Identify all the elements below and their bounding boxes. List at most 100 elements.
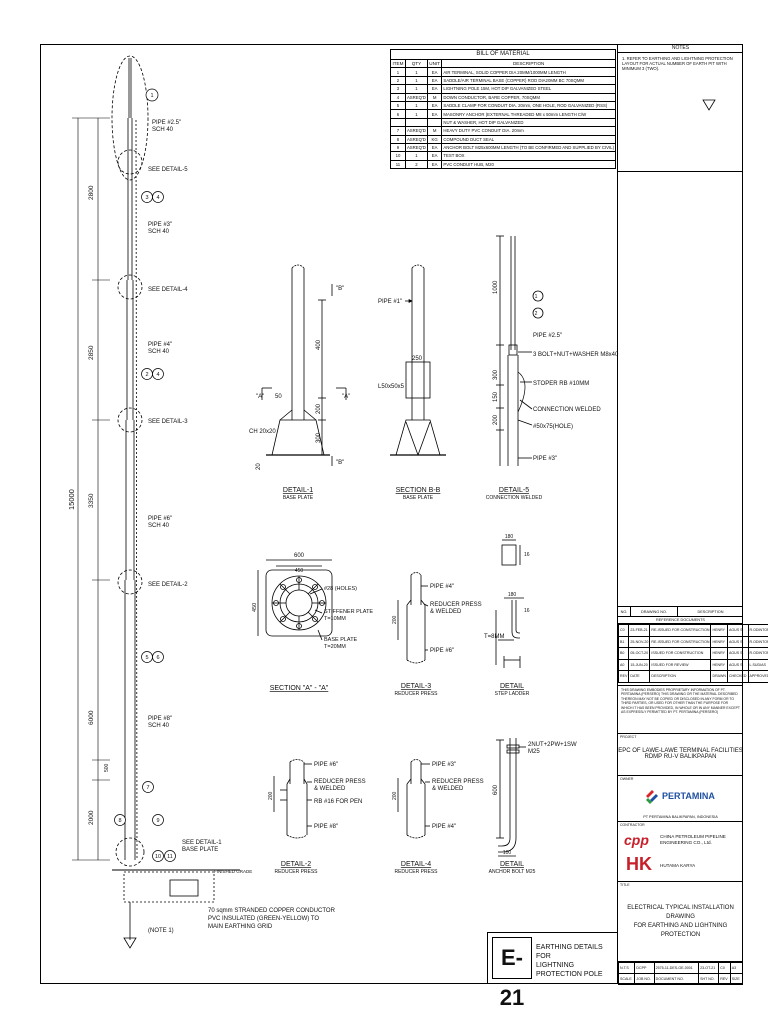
hk-logo: HK (626, 854, 652, 874)
label-pipe-3: PIPE #3" (148, 222, 172, 228)
callout-11: 11 (167, 854, 173, 860)
dim-15000: 15000 (67, 489, 76, 510)
revision-cell: A0 (617, 658, 630, 671)
hk-name: HUTAMA KARYA (660, 863, 696, 868)
section-bb-drawing (390, 264, 446, 456)
d5-welded: CONNECTION WELDED (533, 407, 601, 413)
d5-dim-300: 300 (493, 369, 499, 380)
callout-10: 10 (155, 854, 161, 860)
callout-6: 6 (156, 655, 159, 661)
anchor-dim-600: 600 (493, 784, 499, 795)
step-dim-180-top: 180 (505, 534, 514, 540)
cpp-name-1: CHINA PETROLEUM PIPELINE (660, 834, 726, 839)
revision-cell: 15-JUN-20 (628, 658, 651, 671)
title-label: TITLE (620, 883, 630, 887)
document-info-cell: SHT NO. (698, 973, 720, 985)
d1-mark-b-top: "B" (336, 286, 344, 292)
revision-cell: CHECKED (726, 670, 749, 683)
anchor-m25: M25 (528, 749, 540, 755)
document-info-cell: C0 (718, 962, 731, 974)
d4-pipe3: PIPE #3" (432, 762, 456, 768)
revision-cell: HENRY (710, 658, 728, 671)
notes-title: NOTES (618, 44, 743, 53)
callout-4b: 4 (156, 372, 159, 378)
bill-of-material-table: BILL OF MATERIAL ITEM QTY UNIT DESCRIPTI… (390, 49, 616, 170)
detail-3-drawing (397, 572, 429, 664)
revision-cell: HENRY (710, 647, 728, 660)
saa-dim-450: 450 (295, 568, 304, 574)
document-info-cell: A3 (729, 962, 744, 974)
drawing-number-box: E-21 EARTHING DETAILS FOR LIGHTNING PROT… (487, 932, 617, 1010)
d4-reducer-1: REDUCER PRESS (432, 779, 484, 785)
d1-subtitle: BASE PLATE (283, 495, 314, 501)
d5-subtitle: CONNECTION WELDED (486, 495, 543, 501)
sbb-title: SECTION B-B (396, 487, 441, 494)
project-name-1: EPC OF LAWE-LAWE TERMINAL FACILITIES (618, 748, 743, 754)
sbb-subtitle: BASE PLATE (403, 495, 434, 501)
revision-cell: RE-ISSUED FOR CONSTRUCTION (649, 624, 712, 637)
lightning-pole-elevation (111, 55, 716, 949)
label-sch40-5: SCH 40 (148, 723, 170, 729)
label-note-1: (NOTE 1) (148, 928, 174, 934)
bom-unit: EA (426, 159, 443, 170)
owner-box: OWNER PERTAMINA PT PERTAMINA BALIKPAPAN,… (618, 776, 743, 822)
drawing-title-1: ELECTRICAL TYPICAL INSTALLATION DRAWING (627, 905, 734, 920)
label-finished-grade: FINISHED GRADE (214, 869, 252, 874)
dim-2000: 2000 (88, 810, 95, 825)
revision-cell: AGUS S. (726, 647, 749, 660)
anchor-bolt-drawing (496, 738, 526, 857)
label-sch40-2: SCH 40 (148, 229, 170, 235)
d2-dim-200: 200 (268, 791, 274, 800)
revision-cell: 23-FEB-21 (628, 624, 651, 637)
d3-reducer-1: REDUCER PRESS (430, 602, 482, 608)
step-dim-16-top: 16 (524, 552, 530, 558)
d5-dim-150: 150 (493, 391, 499, 402)
contractor-box: CONTRACTOR cpp CHINA PETROLEUM PIPELINE … (618, 822, 743, 882)
step-dim-16-side: 16 (524, 608, 530, 614)
detail-1-drawing (261, 264, 347, 466)
revision-cell: ISSUED FOR CONSTRUCTION (649, 647, 712, 660)
cpp-name: CHINA PETROLEUM PIPELINE ENGINEERING CO.… (660, 834, 726, 846)
d2-pipe6: PIPE #6" (314, 762, 338, 768)
callout-7: 7 (146, 785, 149, 791)
revision-cell: DESCRIPTION (649, 670, 712, 683)
revision-cell: B1 (617, 635, 630, 648)
sbb-angle-label: L50x50x5 (378, 384, 405, 390)
disclaimer-text: THIS DRAWING EMBODIES PROPRIETARY INFORM… (621, 688, 740, 715)
label-pipe-6: PIPE #6" (148, 516, 172, 522)
pole-dimensions (72, 117, 110, 861)
revision-cell: R.ODINTOR (747, 624, 768, 637)
callout-2: 2 (145, 372, 148, 378)
step-subtitle: STEP LADDER (495, 691, 530, 697)
label-see-detail-4: SEE DETAIL-4 (148, 287, 188, 293)
label-see-detail-2: SEE DETAIL-2 (148, 582, 188, 588)
saa-title: SECTION "A" - "A" (270, 685, 329, 692)
d4-pipe4: PIPE #4" (432, 824, 456, 830)
pertamina-wordmark: PERTAMINA (662, 791, 715, 801)
d5-callout-1: 1 (535, 294, 538, 300)
revision-cell: APPROVED (747, 670, 768, 683)
d1-dim-300: 300 (316, 432, 322, 443)
dim-3350: 3350 (88, 493, 95, 508)
drawing-title-2: FOR EARTHING AND LIGHTNING PROTECTION (633, 923, 728, 938)
d4-dim-200: 200 (392, 791, 398, 800)
label-see-detail-5: SEE DETAIL-5 (148, 167, 188, 173)
project-name-2: RDMP RU-V BALIKPAPAN (644, 754, 717, 760)
section-aa-drawing (257, 559, 333, 641)
d5-bolt: 3 BOLT+NUT+WASHER M8x40 (533, 352, 619, 358)
saa-stiffener-1: STIFFENER PLATE (324, 609, 373, 615)
callout-3a: 3 (145, 195, 148, 201)
revision-cell: AGUS S. (726, 624, 749, 637)
revision-cell: AGUS S. (726, 635, 749, 648)
d5-title: DETAIL-5 (499, 487, 529, 494)
label-see-detail-3: SEE DETAIL-3 (148, 419, 188, 425)
step-ladder-drawing (495, 539, 524, 668)
drawing-number-label-2: LIGHTNING PROTECTION POLE (536, 962, 603, 978)
